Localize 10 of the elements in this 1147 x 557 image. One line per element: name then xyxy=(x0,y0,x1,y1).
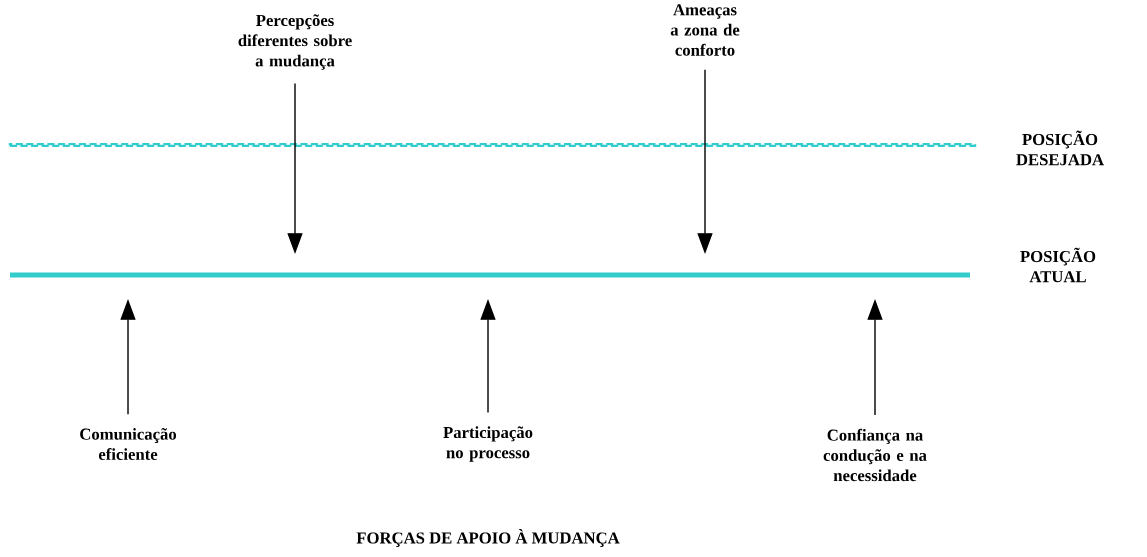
diagram-caption: FORÇAS DE APOIO À MUDANÇA xyxy=(356,529,620,547)
force-label: Comunicação eficiente xyxy=(80,427,177,460)
position-label: POSIÇÃO DESEJADA xyxy=(1016,130,1104,166)
dashed-line xyxy=(8,142,977,148)
force-label: Ameaças a zona de conforto xyxy=(670,4,740,56)
position-label: POSIÇÃO ATUAL xyxy=(1020,247,1096,283)
force-label: Confiança na condução e na necessidade xyxy=(823,428,927,482)
position-bar xyxy=(10,272,970,278)
force-label: Participação no processo xyxy=(443,426,533,462)
force-label: Percepções diferentes sobre a mudança xyxy=(238,14,352,70)
